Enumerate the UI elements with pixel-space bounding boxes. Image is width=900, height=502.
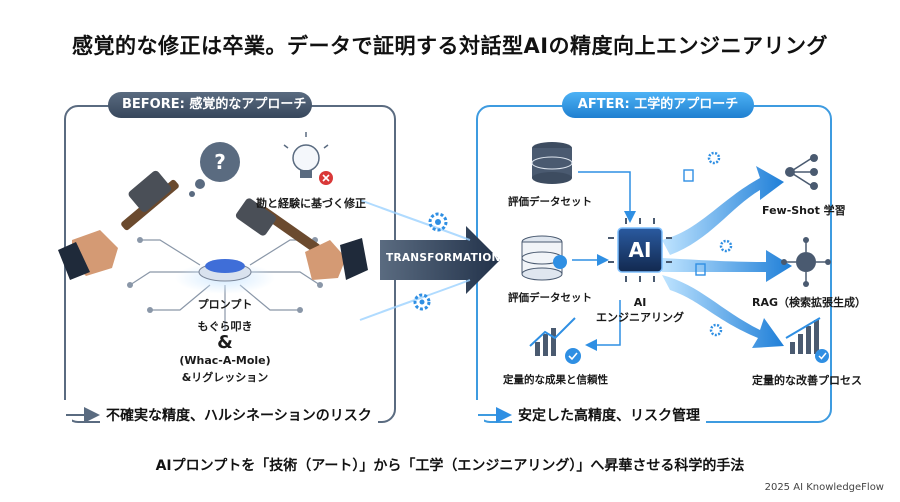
footer-credit: 2025 AI KnowledgeFlow [764,482,884,493]
tagline: AIプロンプトを「技術（アート）」から「工学（エンジニアリング）」へ昇華させる科… [155,458,745,474]
transformation-arrow [359,199,500,321]
rag-label: RAG（検索拡張生成） [752,296,867,309]
whack-a-mole-en: (Whac-A-Mole) [179,354,271,367]
dataset-label-2: 評価データセット [508,292,592,304]
improvement-label: 定量的な改善プロセス [752,374,862,387]
after-caption: 安定した高精度、リスク管理 [512,405,706,425]
hammer-scene: ? [58,132,368,330]
page-title: 感覚的な修正は卒業。データで証明する対話型AIの精度向上エンジニアリング [71,34,829,58]
transformation-label: TRANSFORMATION [386,252,501,264]
ai-engineering-label-2: エンジニアリング [596,311,684,324]
ampersand: & [217,332,233,353]
fewshot-label: Few-Shot 学習 [762,204,846,217]
before-header: BEFORE: 感覚的なアプローチ [108,92,312,118]
prompt-label: プロンプト [197,298,253,311]
dataset-label-1: 評価データセット [508,196,592,208]
before-caption: 不確実な精度、ハルシネーションのリスク [100,405,378,425]
intuition-label: 勘と経験に基づく修正 [256,197,366,210]
regression-label: &リグレッション [181,371,269,384]
whack-a-mole-label: もぐら叩き [197,320,253,333]
ai-chip-text: AI [628,238,652,262]
ai-engineering-label-1: AI [633,296,647,309]
after-flow [521,142,831,364]
after-header: AFTER: 工学的アプローチ [562,92,754,118]
svg-text:?: ? [214,150,226,174]
results-label: 定量的な成果と信頼性 [503,374,608,386]
